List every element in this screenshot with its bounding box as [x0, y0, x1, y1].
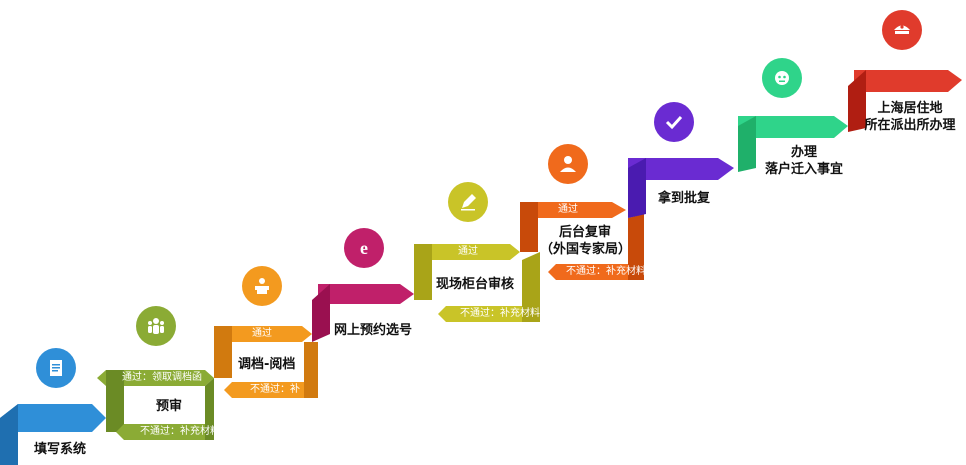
checkmark-icon	[654, 102, 694, 142]
t2-fail-label: 不通过：补充材料	[140, 426, 220, 437]
step2-riser	[106, 370, 124, 432]
t3-fail-label: 不通过：补	[250, 384, 300, 395]
step5-label: 现场柜台审核	[436, 277, 515, 292]
step8-band	[738, 116, 848, 138]
t6-fail-label: 不通过：补充材料	[566, 266, 646, 277]
step7-riser	[628, 158, 646, 218]
t3-pass-label: 通过	[252, 328, 272, 339]
step5-top-band	[414, 244, 520, 260]
step8-riser	[738, 116, 756, 172]
step3-top-band	[214, 326, 312, 342]
step5-fail-band	[438, 306, 540, 322]
desk-person-icon	[242, 266, 282, 306]
step6-label-line1: 后台复审	[558, 225, 611, 240]
step9-label-line1: 上海居住地	[877, 101, 943, 116]
person-badge-icon	[548, 144, 588, 184]
step3-riser	[214, 326, 232, 378]
browser-e-icon: e	[344, 228, 384, 268]
step3-fail-band	[224, 382, 318, 398]
police-cap-icon	[882, 10, 922, 50]
step2-top-band	[97, 370, 214, 386]
step2-right-riser	[205, 378, 214, 440]
step8-label-line1: 办理	[790, 145, 817, 160]
step3-label: 调档-阅档	[238, 357, 296, 372]
step3-right-riser	[304, 342, 318, 398]
step9-label-line2: 所在派出所办理	[864, 118, 956, 133]
step6-label-line2: （外国专家局）	[540, 242, 632, 257]
t5-fail-label: 不通过：补充材料	[460, 308, 540, 319]
pencil-icon	[448, 182, 488, 222]
step4-band	[318, 284, 414, 304]
robot-face-icon	[762, 58, 802, 98]
step1-label: 填写系统	[34, 442, 87, 457]
step5-right-riser	[522, 252, 540, 322]
step2-label: 预审	[156, 399, 183, 414]
step7-label: 拿到批复	[658, 191, 711, 206]
step9-riser	[848, 70, 866, 132]
step2-fail-band	[116, 424, 214, 440]
document-icon	[36, 348, 76, 388]
step6-label: 后台复审 （外国专家局）	[540, 224, 632, 258]
step8-label-line2: 落户迁入事宜	[764, 162, 843, 177]
step4-label: 网上预约选号	[334, 323, 413, 338]
step4-riser	[312, 284, 330, 342]
step6-riser	[520, 202, 538, 252]
t2-pass-label: 通过：领取调档函	[122, 372, 202, 383]
step1-band	[0, 404, 106, 432]
step9-band	[854, 70, 962, 92]
step6-top-band	[520, 202, 626, 218]
step9-label: 上海居住地 所在派出所办理	[858, 100, 962, 134]
t5-pass-label: 通过	[458, 246, 478, 257]
t6-pass-label: 通过	[558, 204, 578, 215]
people-icon	[136, 306, 176, 346]
svg-text:e: e	[360, 238, 368, 258]
step7-band	[628, 158, 734, 180]
step6-fail-band	[548, 264, 644, 280]
step6-right-riser	[628, 214, 644, 280]
step8-label: 办理 落户迁入事宜	[754, 144, 854, 178]
step5-riser	[414, 244, 432, 300]
step1-riser	[0, 404, 18, 465]
